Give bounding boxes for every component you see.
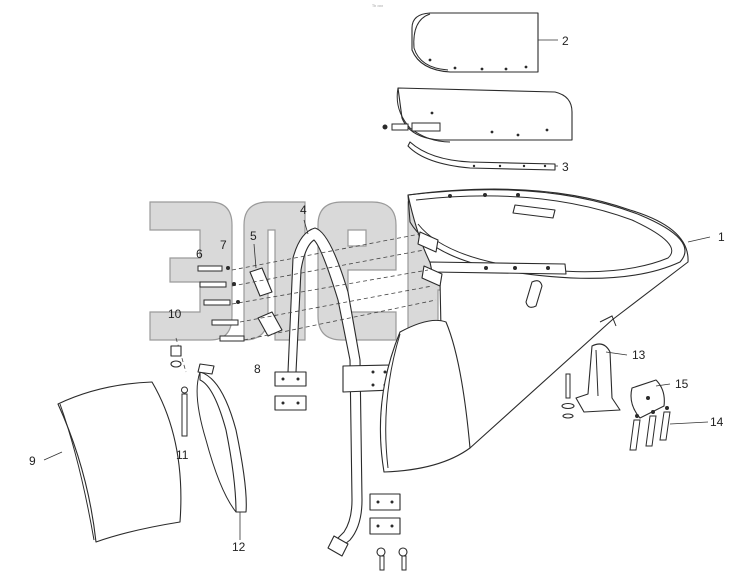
callout-6: 6 <box>196 247 203 261</box>
callout-11: 11 <box>176 448 189 462</box>
callout-3: 3 <box>562 160 569 174</box>
bottom-clamps <box>369 493 408 571</box>
part-13-support <box>561 343 621 419</box>
callout-9: 9 <box>29 454 36 468</box>
cone-shroud <box>379 319 471 473</box>
part-11-pin <box>181 386 188 437</box>
part-12-ring <box>196 363 247 513</box>
part-9-panel <box>57 381 182 543</box>
callout-14-15-top: 15 <box>675 377 689 391</box>
callout-labels: 1 2 3 4 5 6 7 8 9 10 11 12 13 15 14 <box>29 34 725 554</box>
part-15-clamp <box>630 379 665 419</box>
part-10-nut <box>170 345 182 368</box>
part-2-upper-cover <box>411 12 539 73</box>
part-14-bolts <box>629 406 671 451</box>
top-note: ᵀᵇ ᵒᵒᵒ <box>372 4 383 10</box>
parts-6-7-bolts <box>197 265 245 342</box>
part-3-lower-cover <box>382 87 573 171</box>
callout-5: 5 <box>250 229 257 243</box>
callout-13: 13 <box>632 348 646 362</box>
callout-1: 1 <box>718 230 725 244</box>
callout-12: 12 <box>232 540 246 554</box>
part-8-brackets <box>249 267 307 411</box>
callout-8: 8 <box>254 362 261 376</box>
callout-4: 4 <box>300 203 307 217</box>
callout-2: 2 <box>562 34 569 48</box>
leader-lines <box>43 39 711 540</box>
callout-14: 14 <box>710 415 724 429</box>
part-1-hopper <box>407 188 689 449</box>
part-4-tube <box>287 227 393 557</box>
callout-10: 10 <box>168 307 182 321</box>
callout-7: 7 <box>220 238 227 252</box>
